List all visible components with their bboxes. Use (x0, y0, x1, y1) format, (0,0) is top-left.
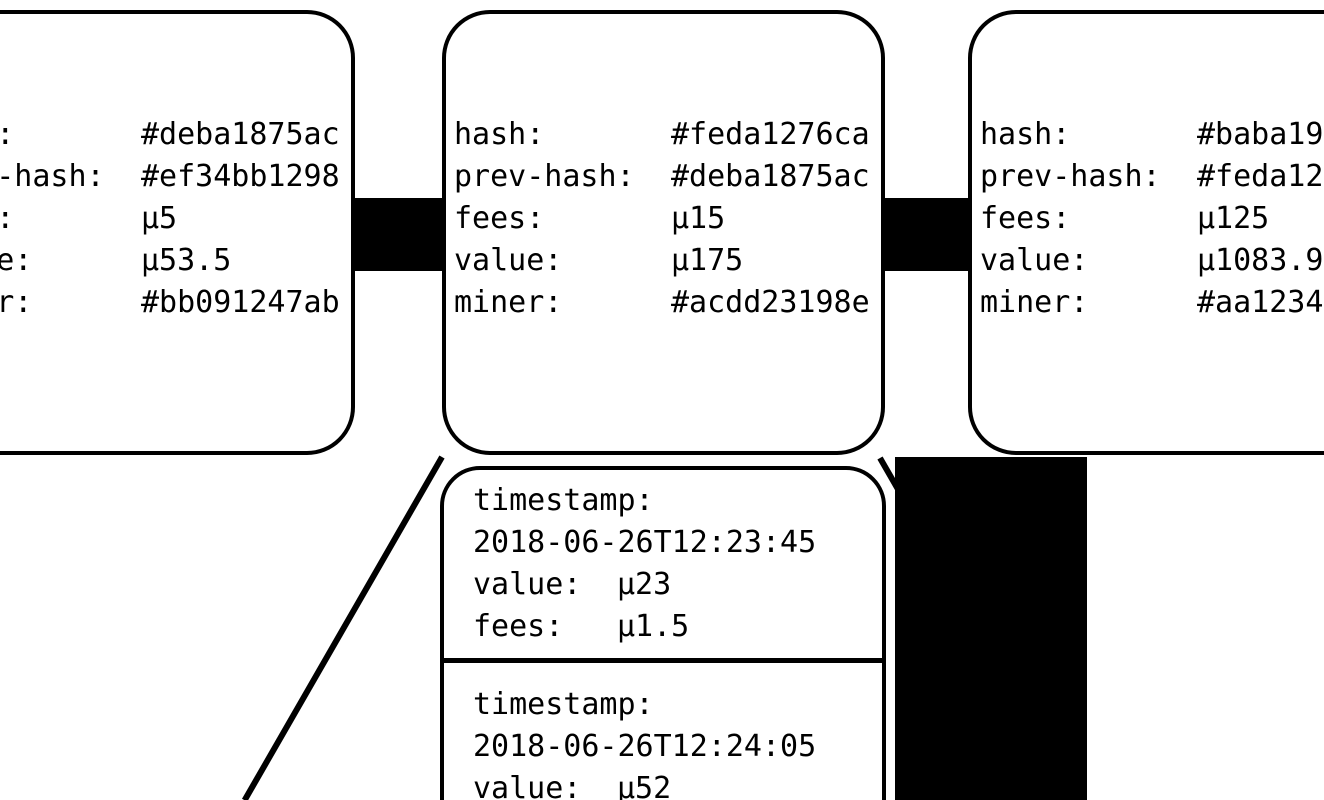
transaction-row: value: µ23 (444, 564, 882, 606)
field-value: #bb091247ab (141, 285, 340, 320)
block-card-next: hash: #baba19 prev-hash: #feda12 fees: µ… (968, 10, 1324, 455)
field-value: #acdd23198e (671, 285, 870, 320)
block-field-row: value: µ175 (446, 240, 881, 282)
timestamp-label: timestamp: (473, 483, 654, 518)
field-label: value: (0, 243, 33, 278)
timestamp-value: 2018-06-26T12:23:45 (473, 525, 817, 560)
field-value: µ175 (671, 243, 744, 278)
field-value: #deba1875ac (141, 117, 340, 152)
fees-label: fees: (473, 609, 564, 644)
field-label: fees: (0, 198, 14, 240)
block-field-row: prev-hash: #deba1875ac (446, 156, 881, 198)
field-value: µ1083.9 (1197, 243, 1324, 278)
field-label: fees: (454, 201, 545, 236)
block-field-row: miner: #bb091247ab (0, 282, 351, 324)
block-fields: hash: #feda1276ca prev-hash: #deba1875ac… (446, 114, 881, 324)
block-field-row: value: µ53.5 (0, 240, 351, 282)
block-field-row: hash: #deba1875ac (0, 114, 351, 156)
block-fields: hash: #deba1875ac prev-hash: #ef34bb1298… (0, 114, 351, 324)
field-value: µ125 (1197, 201, 1270, 236)
block-card-previous: hash: #deba1875ac prev-hash: #ef34bb1298… (0, 10, 355, 455)
block-field-row: fees: µ5 (0, 198, 351, 240)
transaction-entry: timestamp: 2018-06-26T12:23:45 value: µ2… (444, 480, 882, 648)
field-value: #baba19 (1197, 117, 1324, 152)
timestamp-value: 2018-06-26T12:24:05 (473, 729, 817, 764)
field-value: #deba1875ac (671, 159, 870, 194)
field-value: #feda1276ca (671, 117, 870, 152)
field-label: value: (454, 243, 563, 278)
block-field-row: value: µ1083.9 (972, 240, 1324, 282)
field-value: #feda12 (1197, 159, 1324, 194)
block-field-row: miner: #aa1234 (972, 282, 1324, 324)
transactions-pointer-line-left (241, 455, 445, 800)
field-label: value: (980, 243, 1089, 278)
value-amount: µ52 (617, 771, 672, 800)
transaction-row: 2018-06-26T12:24:05 (444, 726, 882, 768)
transaction-row: fees: µ1.5 (444, 606, 882, 648)
field-label: miner: (454, 285, 563, 320)
value-label: value: (473, 771, 582, 800)
field-value: µ53.5 (141, 243, 232, 278)
block-field-row: fees: µ125 (972, 198, 1324, 240)
chain-link-connector (885, 198, 968, 271)
chain-link-connector (355, 198, 442, 271)
field-label: miner: (0, 285, 33, 320)
field-value: #aa1234 (1197, 285, 1324, 320)
block-field-row: miner: #acdd23198e (446, 282, 881, 324)
transactions-box: timestamp: 2018-06-26T12:23:45 value: µ2… (440, 466, 886, 800)
block-fields: hash: #baba19 prev-hash: #feda12 fees: µ… (972, 114, 1324, 324)
block-field-row: prev-hash: #ef34bb1298 (0, 156, 351, 198)
timestamp-label: timestamp: (473, 687, 654, 722)
black-fill-rect (895, 457, 1087, 800)
field-label: hash: (0, 114, 14, 156)
field-value: µ5 (141, 201, 178, 236)
field-label: prev-hash: (454, 159, 635, 194)
field-label: fees: (980, 201, 1071, 236)
field-label: prev-hash: (0, 159, 105, 194)
field-value: µ15 (671, 201, 726, 236)
field-label: prev-hash: (980, 159, 1161, 194)
field-label: miner: (980, 285, 1089, 320)
field-value: #ef34bb1298 (141, 159, 340, 194)
block-field-row: prev-hash: #feda12 (972, 156, 1324, 198)
value-label: value: (473, 567, 582, 602)
block-field-row: hash: #baba19 (972, 114, 1324, 156)
field-label: hash: (980, 117, 1071, 152)
fees-amount: µ1.5 (617, 609, 690, 644)
value-amount: µ23 (617, 567, 672, 602)
transaction-row: 2018-06-26T12:23:45 (444, 522, 882, 564)
transaction-row: value: µ52 (444, 768, 882, 800)
transaction-entry: timestamp: 2018-06-26T12:24:05 value: µ5… (444, 684, 882, 800)
transaction-row: timestamp: (444, 684, 882, 726)
field-label: hash: (454, 117, 545, 152)
transaction-divider (440, 658, 886, 663)
block-field-row: hash: #feda1276ca (446, 114, 881, 156)
block-field-row: fees: µ15 (446, 198, 881, 240)
block-card-current: hash: #feda1276ca prev-hash: #deba1875ac… (442, 10, 885, 455)
transaction-row: timestamp: (444, 480, 882, 522)
